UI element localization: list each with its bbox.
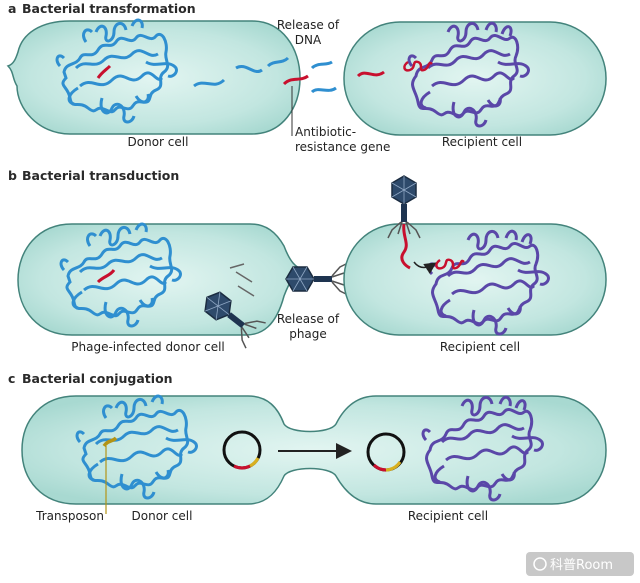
phage-tail-fibers <box>229 263 255 297</box>
recipient-cell-label-a: Recipient cell <box>442 135 522 149</box>
transposon-label: Transposon <box>35 509 104 523</box>
watermark-text: 科普Room <box>550 558 613 573</box>
gene-label-line1: Antibiotic- <box>295 125 356 139</box>
free-dna-fragment <box>310 86 337 94</box>
incoming-resistance-gene-a <box>356 70 385 78</box>
panel-c-conjugation: c Bacterial conjugation Transposon Donor… <box>8 371 607 523</box>
free-dna-fragment <box>235 65 263 73</box>
release-phage-label-line1: Release of <box>277 312 340 326</box>
watermark: 科普Room <box>526 552 634 576</box>
panel-b-transduction: b Bacterial transduction Release of phag… <box>8 168 607 354</box>
transposon-segment <box>102 436 118 448</box>
release-dna-label-line2: DNA <box>295 33 322 47</box>
gene-label-line2: resistance gene <box>295 140 390 154</box>
plasmid-transposon-region <box>249 457 260 468</box>
released-phage <box>285 262 349 296</box>
panel-c-letter: c <box>8 371 15 386</box>
donor-cell-label-a: Donor cell <box>128 135 189 149</box>
recipient-cell-b <box>343 223 607 336</box>
free-dna-fragment <box>310 60 333 70</box>
integrated-gene-coil-b <box>435 258 465 270</box>
recipient-cell-label-c: Recipient cell <box>408 509 488 523</box>
free-dna-fragment <box>193 78 226 88</box>
plasmid-recipient-resistance-region <box>372 463 387 472</box>
recipient-cell-label-b: Recipient cell <box>440 340 520 354</box>
plasmid-recipient-transposon-region <box>385 461 402 472</box>
release-phage-label-line2: phage <box>289 327 327 341</box>
panel-b-letter: b <box>8 168 17 183</box>
free-dna-fragment <box>266 56 290 68</box>
plasmid-resistance-region <box>233 464 251 470</box>
recipient-cell-a <box>343 21 607 136</box>
release-dna-label-line1: Release of <box>277 18 340 32</box>
watermark-logo-icon <box>533 557 547 571</box>
free-resistance-gene <box>282 74 309 86</box>
panel-a-letter: a <box>8 1 16 16</box>
donor-cell-b <box>17 223 305 336</box>
resistance-gene-donor-a <box>96 64 112 79</box>
panel-a-title: Bacterial transformation <box>22 1 196 16</box>
panel-c-title: Bacterial conjugation <box>22 371 173 386</box>
resistance-gene-donor-b <box>96 269 116 284</box>
injected-resistance-gene <box>400 223 411 270</box>
donor-cell-label-b: Phage-infected donor cell <box>71 340 225 354</box>
integration-arrow-b <box>413 261 437 274</box>
integrated-gene-coil-a <box>403 60 433 72</box>
panel-a-transformation: a Bacterial transformation Release of DN… <box>6 1 607 154</box>
panel-b-title: Bacterial transduction <box>22 168 179 183</box>
donor-cell-label-c: Donor cell <box>132 509 193 523</box>
